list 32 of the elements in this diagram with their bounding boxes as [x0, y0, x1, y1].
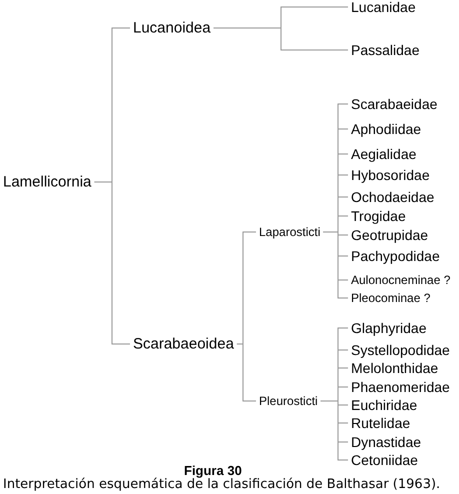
taxon-label: Ochodaeidae [348, 190, 434, 204]
taxon-label: Scarabaeoidea [130, 336, 234, 352]
tree-connector [213, 28, 348, 50]
figure-caption: Interpretación esquemática de la clasificación de Balthasar (1963). [3, 478, 440, 491]
tree-connector [94, 182, 130, 344]
taxon-label: Euchiridae [348, 398, 418, 412]
taxon-label: Systellopodidae [348, 343, 450, 357]
taxon-label: Geotrupidae [348, 228, 428, 242]
tree-connector [320, 400, 348, 460]
taxon-label: Glaphyridae [348, 321, 426, 335]
taxon-label: Aphodiidae [348, 122, 422, 136]
taxon-label: Lucanoidea [130, 20, 211, 36]
taxon-label: Laparosticti [256, 226, 320, 238]
taxon-label: Lucanidae [348, 0, 416, 14]
taxon-label: Scarabaeidae [348, 97, 438, 111]
taxon-label: Trogidae [348, 209, 406, 223]
taxon-label: Phaenomeridae [348, 380, 450, 394]
taxon-label: Aegialidae [348, 147, 416, 161]
tree-connector [322, 232, 348, 298]
taxon-label: Pachypodidae [348, 249, 440, 263]
taxon-label: Rutelidae [348, 416, 410, 430]
taxon-label: Cetoniidae [348, 453, 418, 467]
taxon-label: Dynastidae [348, 435, 422, 449]
taxon-label: Hybosoridae [348, 168, 430, 182]
taxon-label: Passalidae [348, 43, 420, 57]
taxon-label: Lamellicornia [0, 174, 92, 190]
taxon-label: Pleurosticti [256, 395, 318, 407]
tree-connector [236, 344, 256, 402]
taxon-label: Melolonthidae [348, 361, 438, 375]
figure-title: Figura 30 [184, 464, 242, 477]
taxon-label: Pleocominae ? [348, 292, 430, 304]
taxon-label: Aulonocneminae ? [348, 274, 450, 286]
